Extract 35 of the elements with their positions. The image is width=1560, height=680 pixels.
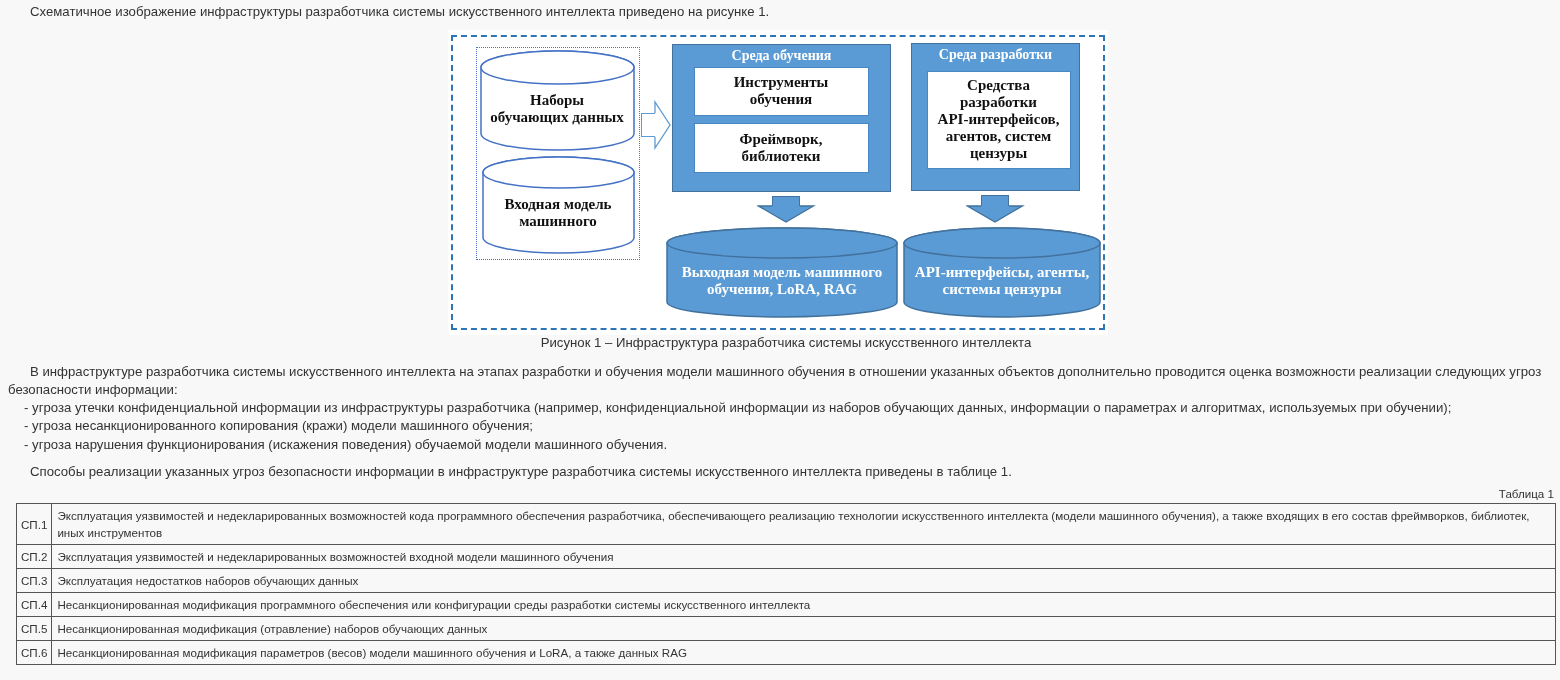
paragraph: Способы реализации указанных угроз безопасности информации в инфраструктуре разработчика системы искусственного интеллекта приведены в таблице 1. <box>30 463 1012 481</box>
table-cell: СП.6 <box>16 640 52 665</box>
table-cell: Эксплуатация недостатков наборов обучающих данных <box>51 568 1556 593</box>
panel-title: Среда обучения <box>731 47 832 64</box>
table-cell: СП.2 <box>16 544 52 569</box>
component-box <box>926 70 1071 169</box>
table-cell: Несанкционированная модификация программного обеспечения или конфигурации среды разработки системы искусственного интеллекта <box>51 592 1556 617</box>
node-label: Инструменты обучения <box>732 74 830 108</box>
table-cell: СП.4 <box>16 592 52 617</box>
node-label: Фреймворк, библиотеки <box>738 130 824 165</box>
table-cell: СП.5 <box>16 616 52 641</box>
table-cell: СП.1 <box>16 503 52 545</box>
component-box <box>693 66 869 116</box>
paragraph: В инфраструктуре разработчика системы искусственного интеллекта на этапах разработки и обучения модели машинного обучения в отношении указанных объектов дополнительно проводится оценка возможности реализации следующих угроз безопасности информации: <box>8 363 1543 399</box>
node-label: Наборы обучающих данных <box>489 92 625 127</box>
list-item: - угроза нарушения функционирования (искажения поведения) обучаемой модели машинного обучения. <box>24 436 668 454</box>
table-cell: СП.3 <box>16 568 52 593</box>
group-frame <box>476 47 640 260</box>
table-title: Таблица 1 <box>1498 486 1554 502</box>
node-label: Выходная модель машинного обучения, LoRA, RAG <box>680 264 884 298</box>
table-cell: Несанкционированная модификация параметров (весов) модели машинного обучения и LoRA, а также данных RAG <box>51 640 1556 665</box>
component-box <box>693 122 869 173</box>
list-item: - угроза утечки конфиденциальной информации из инфраструктуры разработчика (например, конфиденциальной информации из наборов обучающих данных, информации о параметрах и алгоритмах, используемых при обучении); <box>24 399 1452 417</box>
environment-panel <box>911 43 1080 191</box>
figure-caption: Рисунок 1 – Инфраструктура разработчика системы искусственного интеллекта <box>540 334 1032 352</box>
environment-panel <box>672 44 891 192</box>
node-label: Средства разработки API-интерфейсов, агентов, систем цензуры <box>936 77 1061 162</box>
paragraph: Схематичное изображение инфраструктуры разработчика системы искусственного интеллекта приведено на рисунке 1. <box>30 3 770 21</box>
table-cell: Несанкционированная модификация (отравление) наборов обучающих данных <box>51 616 1556 641</box>
panel-title: Среда разработки <box>938 46 1053 63</box>
table-cell: Эксплуатация уязвимостей и недекларированных возможностей входной модели машинного обучения <box>51 544 1556 569</box>
list-item: - угроза несанкционированного копирования (кражи) модели машинного обучения; <box>24 417 533 435</box>
table-cell: Эксплуатация уязвимостей и недекларированных возможностей кода программного обеспечения разработчика, обеспечивающего реализацию технологии искусственного интеллекта (модели машинного обучения), а также входящих в его состав фреймворков, библиотек, иных инструментов <box>51 503 1556 545</box>
node-label: Входная модель машинного <box>503 196 613 231</box>
node-label: API-интерфейсы, агенты, системы цензуры <box>913 264 1091 298</box>
